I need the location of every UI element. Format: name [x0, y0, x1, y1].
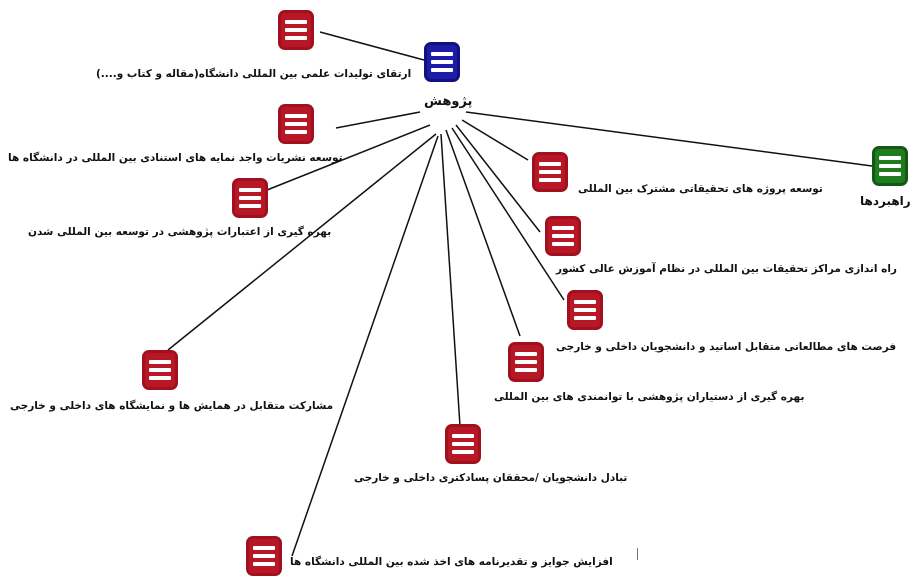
item-label-1: ارتقای تولیدات علمی بین المللی دانشگاه(م…: [96, 68, 412, 80]
item-node-icon-2[interactable]: [278, 104, 314, 144]
center-node-label: پژوهش: [424, 94, 473, 109]
item-label-9: تبادل دانشجویان /محققان پسادکتری داخلی و…: [354, 472, 628, 484]
edge-item-9: [440, 133, 461, 427]
item-node-icon-1[interactable]: [278, 10, 314, 50]
item-label-3: بهره گیری از اعتبارات پژوهشی در توسعه بی…: [28, 226, 332, 238]
edge-item-7: [445, 129, 521, 337]
center-node-icon[interactable]: [424, 42, 460, 82]
edge-item-5: [455, 124, 541, 233]
goal-node-icon[interactable]: [872, 146, 908, 186]
item-node-icon-6[interactable]: [567, 290, 603, 330]
item-node-icon-9[interactable]: [445, 424, 481, 464]
item-label-4: توسعه پروژه های تحقیقاتی مشترک بین الملل…: [578, 183, 823, 195]
edge-item-6: [451, 127, 565, 301]
edge-item-4: [461, 119, 529, 161]
item-label-5: راه اندازی مراکز تحقیقات بین المللی در ن…: [556, 263, 897, 275]
item-node-icon-10[interactable]: [246, 536, 282, 576]
edge-goal: [465, 111, 873, 167]
item-node-icon-3[interactable]: [232, 178, 268, 218]
edge-item-1: [319, 31, 425, 61]
goal-node-label: راهبردها: [860, 194, 911, 208]
edge-item-10: [291, 135, 439, 557]
edge-item-2: [335, 111, 421, 129]
item-label-8: مشارکت متقابل در همایش ها و نمایشگاه های…: [10, 400, 334, 412]
item-label-10: افزایش جوایز و تقدیرنامه های اخذ شده بین…: [290, 556, 613, 568]
edge-item-8: [167, 133, 437, 351]
item-node-icon-5[interactable]: [545, 216, 581, 256]
item-label-7: بهره گیری از دستیاران پژوهشی با توانمندی…: [494, 391, 805, 403]
item-node-icon-8[interactable]: [142, 350, 178, 390]
item-label-2: توسعه نشریات واجد نمایه های استنادی بین …: [8, 152, 343, 164]
item-node-icon-7[interactable]: [508, 342, 544, 382]
item-label-6: فرصت های مطالعاتی متقابل اساتید و دانشجو…: [556, 341, 897, 353]
item-node-icon-4[interactable]: [532, 152, 568, 192]
cursor-divider: [637, 548, 638, 560]
edge-item-3: [261, 124, 431, 193]
